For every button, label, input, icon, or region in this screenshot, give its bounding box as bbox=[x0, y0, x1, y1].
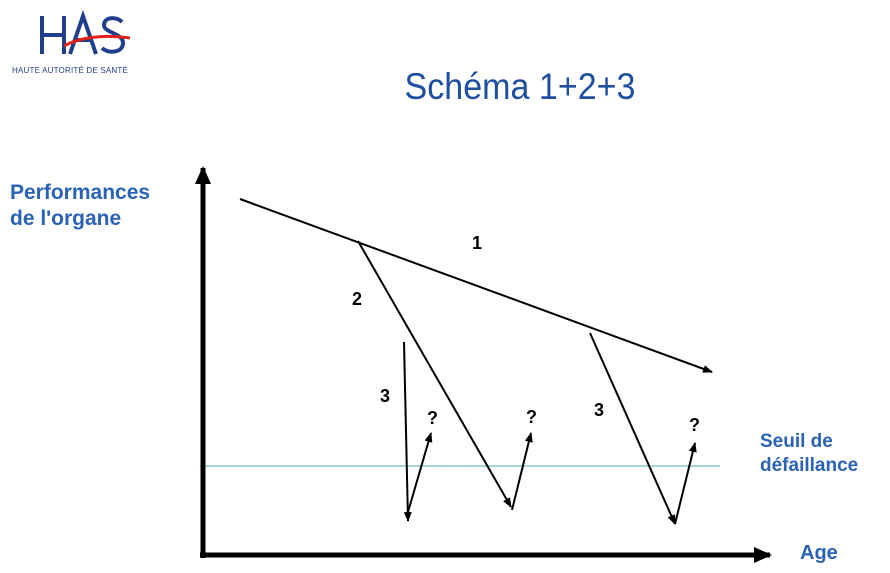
threshold-label: Seuil de défaillance bbox=[760, 430, 858, 478]
curve-1-arrow bbox=[239, 198, 713, 373]
curve-3b-drop-arrow bbox=[589, 332, 676, 525]
recovery-arrow-c bbox=[674, 442, 697, 525]
curve-1-label: 1 bbox=[472, 233, 482, 253]
curve-3a-drop-arrow bbox=[403, 341, 412, 522]
recovery-arrow-b bbox=[511, 432, 533, 511]
question-mark-c: ? bbox=[689, 415, 700, 435]
question-mark-a: ? bbox=[427, 408, 438, 428]
logo-subtitle: HAUTE AUTORITÉ DE SANTÉ bbox=[12, 66, 129, 75]
y-axis-label-line1: Performances bbox=[10, 181, 151, 204]
y-axis-label-line2: de l'organe bbox=[10, 207, 122, 230]
question-mark-b: ? bbox=[526, 407, 537, 427]
x-axis-label: Age bbox=[800, 542, 838, 564]
page-title: Schéma 1+2+3 bbox=[404, 66, 636, 107]
curve-3b-label: 3 bbox=[594, 400, 604, 420]
threshold-label-line2: défaillance bbox=[760, 455, 859, 476]
curve-2-arrow bbox=[357, 240, 512, 508]
has-logo-mark bbox=[40, 9, 131, 55]
curve-2-label: 2 bbox=[352, 289, 362, 309]
recovery-arrow-a bbox=[407, 432, 433, 513]
threshold-label-line1: Seuil de bbox=[760, 431, 833, 452]
has-logo: HAUTE AUTORITÉ DE SANTÉ bbox=[12, 8, 182, 83]
curve-3a-label: 3 bbox=[380, 386, 390, 406]
y-axis-label: Performances de l'organe bbox=[10, 180, 150, 232]
